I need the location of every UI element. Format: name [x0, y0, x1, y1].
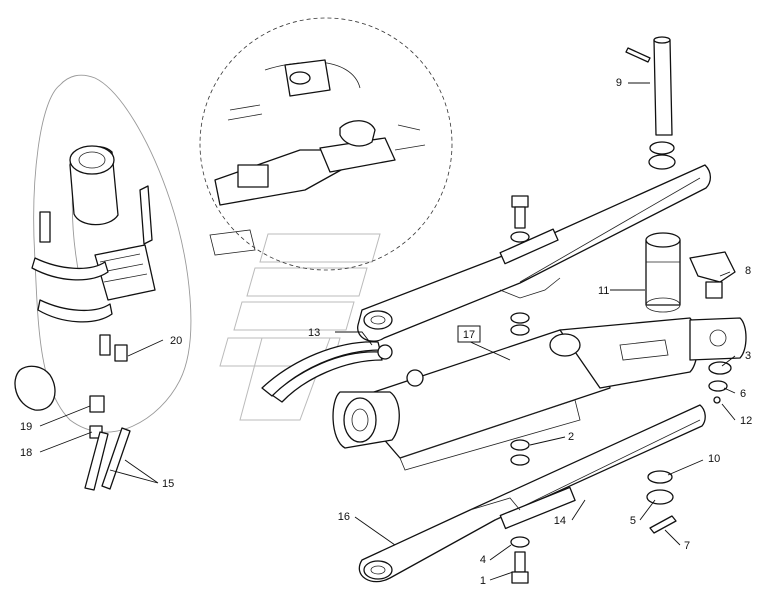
callout-6: 6: [740, 388, 746, 400]
callout-20: 20: [170, 335, 182, 347]
callout-5: 5: [630, 515, 636, 527]
callout-11: 11: [598, 285, 609, 297]
callout-1: 1: [480, 575, 486, 587]
hydraulic-cylinder: [332, 317, 747, 471]
lower-lift-arm: [358, 404, 706, 583]
part-pin-9: [625, 36, 676, 170]
callout-17: 17: [463, 329, 475, 341]
part-fitting-8: [689, 251, 736, 299]
callout-3: 3: [745, 350, 751, 362]
callout-19: 19: [20, 421, 32, 433]
callout-4: 4: [480, 554, 486, 566]
callout-14: 14: [554, 515, 566, 527]
callout-7: 7: [684, 540, 690, 552]
callout-15: 15: [162, 478, 174, 490]
callout-2: 2: [568, 431, 574, 443]
bolts-center: [510, 195, 530, 584]
detail-view-circle: [199, 17, 453, 271]
callout-18: 18: [20, 447, 32, 459]
callout-16: 16: [338, 511, 350, 523]
tractor-housing-ghost: [14, 74, 192, 433]
callout-13: 13: [308, 327, 320, 339]
part-bushing-11: [645, 232, 681, 313]
callout-8: 8: [745, 265, 751, 277]
leader-lines: [39, 82, 736, 581]
upper-lift-arm: [357, 164, 712, 342]
small-parts-right: [708, 361, 732, 404]
left-fittings: [84, 334, 131, 491]
callout-12: 12: [740, 415, 752, 427]
callout-10: 10: [708, 453, 720, 465]
callout-box-17: [457, 325, 481, 343]
hydraulic-hoses: [261, 341, 424, 403]
small-parts-lower-right: [646, 470, 677, 534]
callout-9: 9: [616, 77, 622, 89]
callout-labels: 9 8 11 13 17 20 3 6 12 2 10 5 7 14 16 4 …: [20, 77, 752, 587]
watermark-logo: [219, 233, 381, 421]
